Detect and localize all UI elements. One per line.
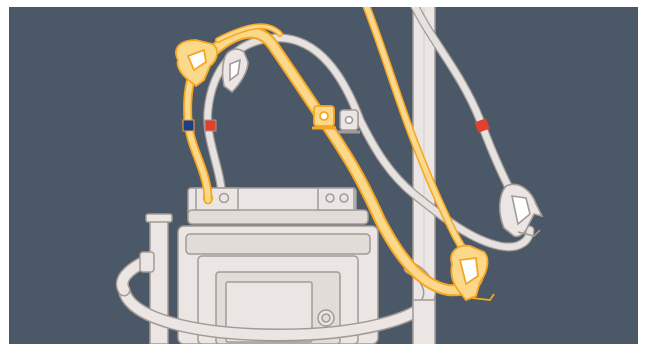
tube-clamp-icon xyxy=(223,49,249,92)
tube-clamp-icon xyxy=(312,106,336,128)
tubing-setup-diagram xyxy=(9,7,638,344)
blue-marker xyxy=(183,120,194,131)
iv-pole-front xyxy=(413,300,435,344)
diagram-panel xyxy=(9,7,638,344)
tube-clamp-icon xyxy=(500,184,542,236)
red-marker-left xyxy=(205,120,216,131)
tube-clamp-icon xyxy=(338,110,360,132)
